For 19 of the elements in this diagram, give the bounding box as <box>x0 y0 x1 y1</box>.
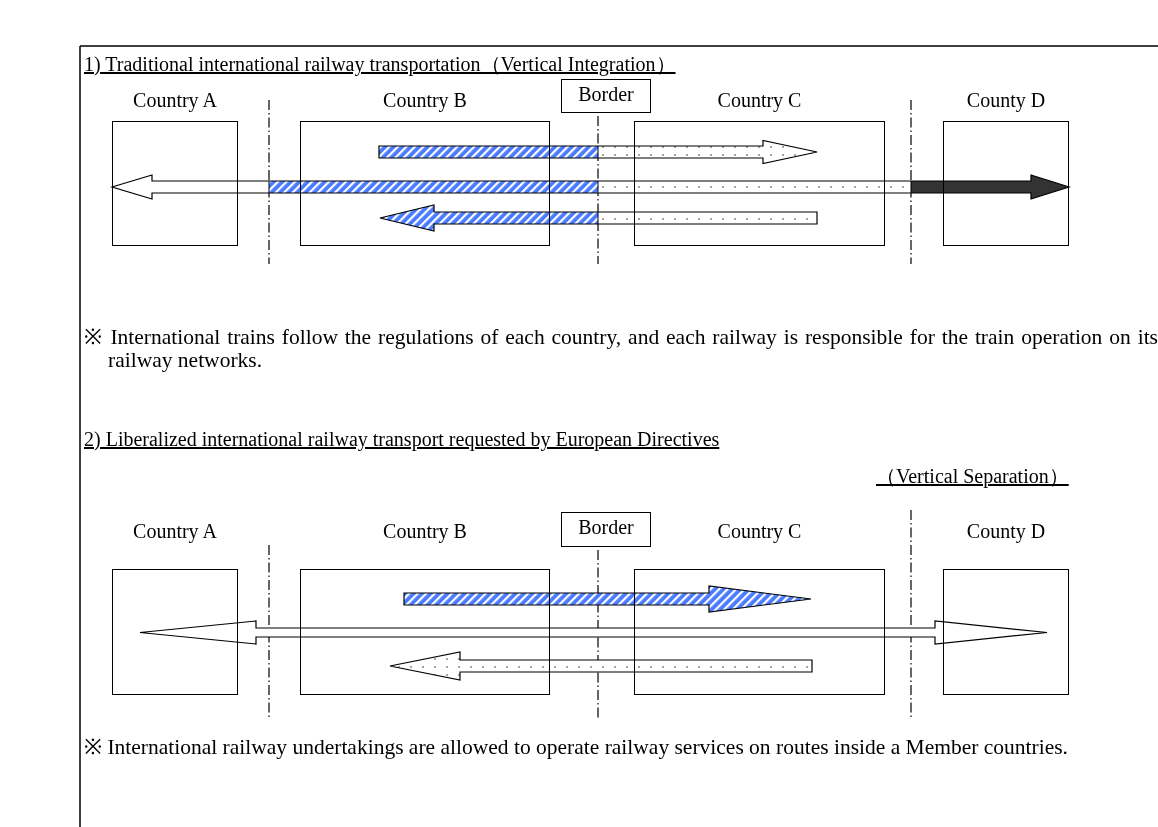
arrow <box>139 620 1048 645</box>
border-label: Border <box>561 79 651 113</box>
country-label: Country B <box>382 88 468 112</box>
country-label: Country A <box>132 88 218 112</box>
arrow <box>379 204 818 232</box>
section-subheading: （Vertical Separation） <box>876 464 1069 488</box>
country-label: Country B <box>382 519 468 543</box>
arrow <box>378 139 818 165</box>
arrow <box>389 651 813 681</box>
country-label: County D <box>965 88 1047 112</box>
country-label: County D <box>965 519 1047 543</box>
note-text: ※ International railway undertakings are allowed to operate railway services on routes inside a Member countries. <box>84 736 1069 759</box>
note-text: ※ International trains follow the regulations of each country, and each railway is responsible for the train operation on its railway networks. <box>84 326 1158 372</box>
section-heading: 2) Liberalized international railway transport requested by European Directives <box>84 427 720 451</box>
border-label: Border <box>561 512 651 547</box>
section-heading: 1) Traditional international railway transportation（Vertical Integration） <box>84 52 676 76</box>
country-label: Country A <box>132 519 218 543</box>
arrow <box>109 174 1071 200</box>
arrow <box>403 585 812 613</box>
